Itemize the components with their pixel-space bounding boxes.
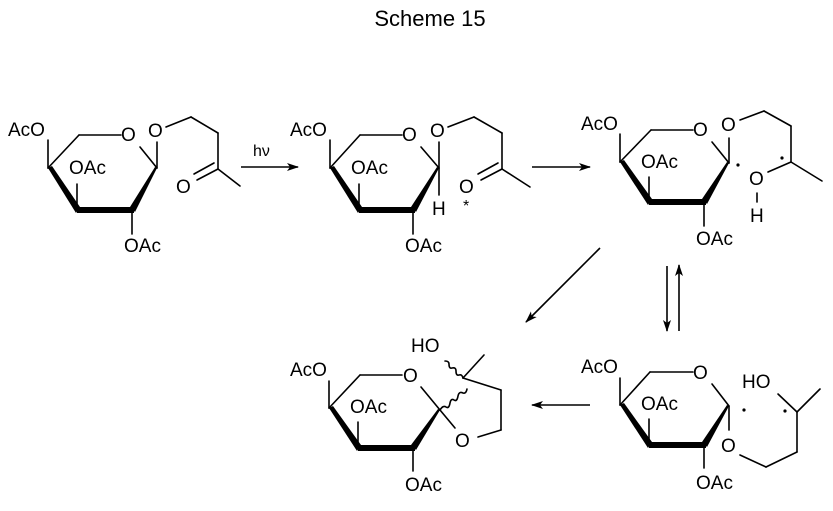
hydroxyl-label: HO	[742, 372, 771, 393]
glycosidic-oxygen-label: O	[148, 121, 163, 142]
hydroxyl-hydrogen-label: H	[750, 206, 764, 227]
aco-label: AcO	[581, 114, 618, 135]
ring-oxygen-label: O	[693, 363, 708, 384]
radical-dot	[736, 163, 740, 167]
oac-label: OAc	[124, 236, 161, 257]
hydroxyl-oxygen-label: O	[749, 169, 764, 190]
carbonyl-oxygen-label: O	[459, 177, 474, 198]
radical-dot	[742, 408, 746, 412]
oac-label: OAc	[69, 158, 106, 179]
oac-label: OAc	[696, 229, 733, 250]
excited-state-marker: *	[463, 198, 469, 215]
anomeric-hydrogen-label: H	[432, 199, 446, 220]
oac-label: OAc	[405, 475, 442, 496]
spiro-ring-oxygen-label: O	[455, 431, 470, 452]
ring-oxygen-label: O	[402, 125, 417, 146]
wavy-bond	[439, 388, 468, 411]
glycosidic-oxygen-label: O	[721, 115, 736, 136]
ring-oxygen-label: O	[121, 125, 136, 146]
molecule-biradical-conformer: AcO OAc OAc O O HO	[581, 357, 821, 494]
glycosidic-oxygen-label: O	[721, 436, 736, 457]
glycosidic-oxygen-label: O	[430, 121, 445, 142]
molecule-spiro-product: AcO OAc OAc O O HO	[290, 336, 502, 496]
photolysis-label: hν	[253, 143, 270, 160]
hydroxyl-label: HO	[411, 336, 440, 357]
oac-label: OAc	[350, 397, 387, 418]
oac-label: OAc	[696, 473, 733, 494]
ring-oxygen-label: O	[693, 120, 708, 141]
radical-dot	[783, 409, 787, 413]
oac-label: OAc	[641, 394, 678, 415]
aco-label: AcO	[290, 120, 327, 141]
aco-label: AcO	[8, 120, 45, 141]
scheme-title: Scheme 15	[374, 6, 486, 31]
aco-label: AcO	[290, 360, 327, 381]
molecule-biradical-open: AcO OAc OAc O O O H	[581, 110, 823, 250]
oac-label: OAc	[405, 236, 442, 257]
carbonyl-oxygen-label: O	[176, 177, 191, 198]
molecule-starting-glycoside: AcO OAc OAc O O O	[8, 116, 241, 257]
reaction-arrow	[525, 247, 601, 323]
aco-label: AcO	[581, 357, 618, 378]
radical-dot	[780, 156, 784, 160]
molecule-excited-ketone: AcO OAc OAc O O H O *	[290, 116, 531, 257]
ring-oxygen-label: O	[403, 366, 418, 387]
oac-label: OAc	[641, 152, 678, 173]
oac-label: OAc	[351, 158, 388, 179]
wavy-bond	[444, 360, 464, 379]
